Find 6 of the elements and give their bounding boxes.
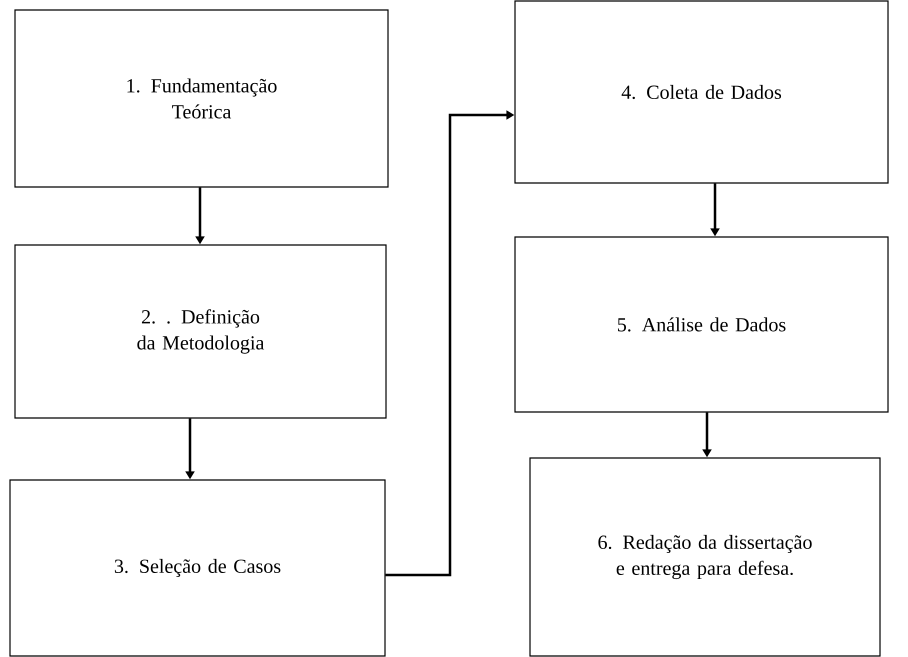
process-box: 3. Seleção de Casos [9, 479, 386, 657]
process-box: 1. Fundamentação Teórica [14, 9, 389, 188]
process-box: 2. . Definição da Metodologia [14, 244, 387, 419]
process-box: 4. Coleta de Dados [514, 0, 889, 184]
process-box: 5. Análise de Dados [514, 236, 889, 413]
process-box: 6. Redação da dissertação e entrega para defesa. [529, 457, 881, 657]
